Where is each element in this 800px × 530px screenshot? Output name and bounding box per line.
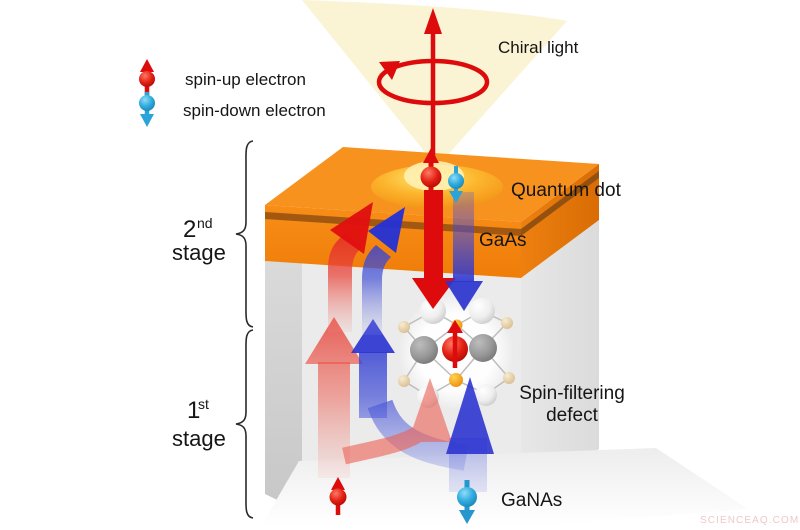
defect-spin-up-electron-icon bbox=[442, 320, 468, 368]
ganas-label: GaNAs bbox=[501, 490, 562, 511]
ganas-left-wall bbox=[265, 261, 302, 512]
spin-filtering-defect-label-line1: Spin-filtering bbox=[519, 383, 625, 404]
spin-up-electron-icon bbox=[139, 59, 155, 95]
spin-down-capture-arrow bbox=[445, 192, 483, 311]
stage1-ordinal: st bbox=[198, 396, 209, 412]
spin-up-defect-inflow-arrow bbox=[342, 378, 452, 465]
stage2-label: 2 nd stage bbox=[172, 215, 226, 265]
spin-up-legend-label: spin-up electron bbox=[185, 70, 306, 89]
legend: spin-up electron spin-down electron bbox=[139, 59, 326, 127]
stage2-number: 2 bbox=[183, 216, 196, 243]
spin-up-transfer-arrow bbox=[328, 202, 373, 332]
quantum-dot-spin-down-electron-icon bbox=[448, 166, 464, 203]
spin-filtering-defect-label-line2: defect bbox=[546, 405, 598, 426]
spin-up-capture-arrow bbox=[412, 190, 456, 309]
spin-down-transfer-arrow bbox=[362, 207, 405, 335]
chiral-light-arrow bbox=[424, 8, 442, 163]
stage1-number: 1 bbox=[187, 397, 200, 424]
ganas-spin-up-electron-icon bbox=[329, 477, 347, 515]
stage2-bracket bbox=[235, 140, 254, 328]
stage1-word: stage bbox=[172, 426, 226, 451]
spin-down-legend-label: spin-down electron bbox=[183, 101, 326, 120]
stage2-ordinal: nd bbox=[197, 215, 213, 231]
ganas-right-face bbox=[521, 220, 599, 508]
gaas-label: GaAs bbox=[479, 230, 527, 251]
quantum-well-stripe-side bbox=[521, 171, 599, 236]
spin-down-defect-inflow-arrow bbox=[446, 377, 494, 454]
spin-down-electron-icon bbox=[139, 92, 155, 127]
quantum-dot-label: Quantum dot bbox=[511, 180, 622, 201]
stage1-label: 1 st stage bbox=[172, 396, 226, 451]
watermark: SCIENCEAQ.COM bbox=[700, 515, 799, 526]
ganas-spin-down-electron-icon bbox=[457, 480, 477, 524]
defect-lattice bbox=[398, 294, 515, 410]
stage1-bracket bbox=[235, 329, 254, 519]
chiral-light-label: Chiral light bbox=[498, 38, 579, 57]
spin-up-stream-arrow bbox=[305, 317, 363, 478]
ganas-floor bbox=[264, 448, 748, 525]
stage2-word: stage bbox=[172, 240, 226, 265]
